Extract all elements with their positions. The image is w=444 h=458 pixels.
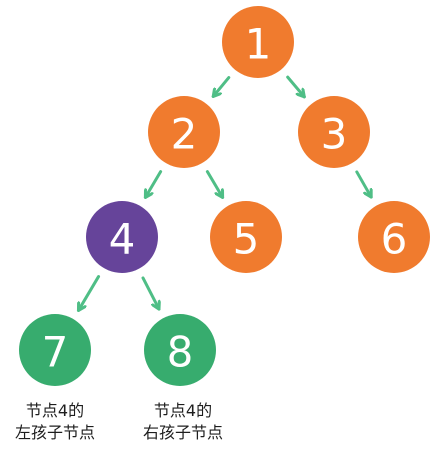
node-circle-7	[19, 314, 91, 386]
tree-node-2: 2	[148, 96, 220, 168]
node-circle-5	[210, 201, 282, 273]
edge-4-to-8	[141, 276, 159, 311]
node-label-1: 1	[245, 20, 272, 69]
edge-1-to-2	[211, 76, 231, 98]
edge-2-to-5	[205, 170, 225, 199]
right-child-caption-line1: 节点4的	[153, 401, 213, 420]
node-label-7: 7	[42, 328, 69, 377]
left-child-caption-line1: 节点4的	[25, 401, 85, 420]
tree-node-7: 7	[19, 314, 91, 386]
node-label-4: 4	[109, 215, 136, 264]
edges	[76, 75, 373, 312]
node-circle-4	[86, 201, 158, 273]
node-circle-6	[358, 201, 430, 273]
right-child-caption: 节点4的 右孩子节点	[118, 400, 248, 444]
tree-node-5: 5	[210, 201, 282, 273]
node-label-6: 6	[381, 215, 408, 264]
left-child-caption-line2: 左孩子节点	[14, 423, 95, 442]
tree-node-3: 3	[298, 96, 370, 168]
node-circle-2	[148, 96, 220, 168]
tree-node-1: 1	[222, 6, 294, 78]
edge-4-to-7	[76, 275, 101, 312]
nodes: 12 3 4 5 6 7 8	[19, 6, 430, 386]
right-child-caption-line2: 右孩子节点	[142, 423, 223, 442]
node-label-5: 5	[233, 215, 260, 264]
left-child-caption: 节点4的 左孩子节点	[0, 400, 120, 444]
node-label-2: 2	[171, 110, 198, 159]
edge-1-to-3	[286, 75, 306, 99]
edge-2-to-4	[143, 170, 163, 199]
node-label-3: 3	[321, 110, 348, 159]
edge-3-to-6	[355, 170, 373, 199]
node-circle-8	[144, 314, 216, 386]
tree-node-8: 8	[144, 314, 216, 386]
tree-node-6: 6	[358, 201, 430, 273]
tree-node-4: 4	[86, 201, 158, 273]
node-circle-1	[222, 6, 294, 78]
node-circle-3	[298, 96, 370, 168]
node-label-8: 8	[167, 328, 194, 377]
